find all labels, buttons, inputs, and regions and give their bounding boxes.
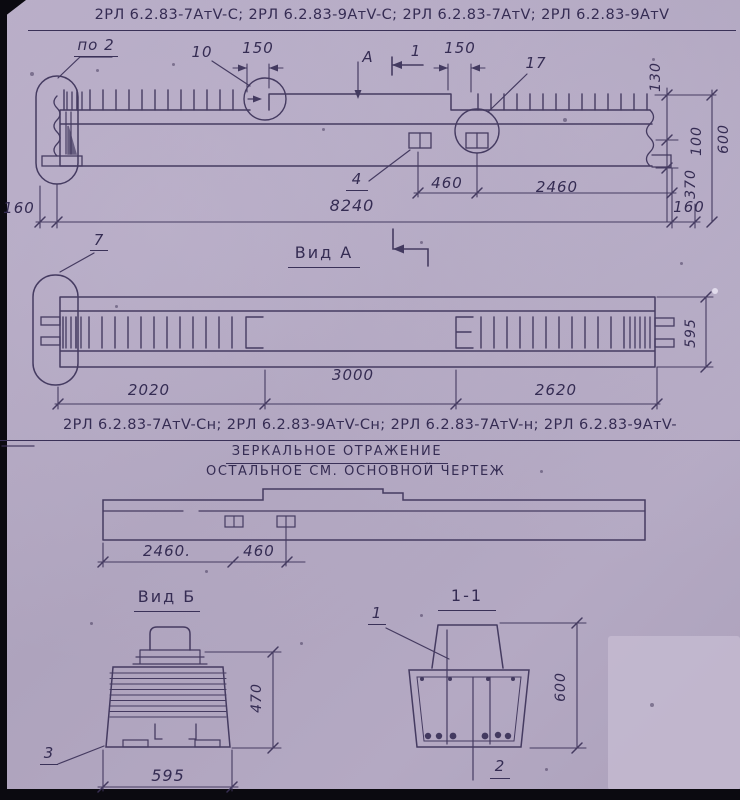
title-mirror: 2РЛ 6.2.83-7АтV-Сн; 2РЛ 6.2.83-9АтV-Сн; … — [0, 417, 740, 441]
view-a-label: Вид А — [288, 244, 360, 268]
paper-speck — [300, 642, 303, 645]
dim-370-vertical: 370 — [683, 169, 699, 199]
dim-2460: 2460 — [535, 178, 579, 196]
view-a-dimensions — [52, 291, 714, 410]
dim-2620: 2620 — [534, 381, 578, 399]
scan-light-patch — [608, 636, 740, 790]
view-b-drawing — [57, 626, 282, 793]
paper-speck — [115, 305, 118, 308]
paper-speck — [96, 69, 99, 72]
callout-7: 7 — [90, 232, 108, 251]
callout-po2: по 2 — [74, 37, 118, 57]
dim-160-right: 160 — [673, 198, 705, 216]
mirror-note-1: ЗЕРКАЛЬНОЕ ОТРАЖЕНИЕ — [226, 445, 448, 464]
title-main: 2РЛ 6.2.83-7АтV-С; 2РЛ 6.2.83-9АтV-С; 2Р… — [28, 7, 736, 31]
top-elevation-view — [35, 75, 672, 185]
view-a-ticks-right — [480, 316, 625, 349]
dim-595-bottom: 595 — [151, 766, 185, 785]
paper-speck — [172, 63, 175, 66]
paper-speck — [420, 614, 423, 617]
dim-8240: 8240 — [329, 196, 375, 215]
callout-4: 4 — [346, 171, 368, 191]
mirror-profile-drawing — [1, 445, 646, 568]
dim-595-vertical: 595 — [683, 318, 699, 348]
dim-460: 460 — [431, 174, 463, 192]
dim-2460-mirror: 2460. — [143, 542, 191, 560]
paper-speck — [652, 58, 655, 61]
dim-100-vertical: 100 — [689, 126, 705, 156]
dim-600-vertical: 600 — [716, 124, 732, 154]
scan-edge-left — [0, 0, 7, 800]
view-a-ticks-left-dense — [65, 316, 82, 349]
top-view-dimensions — [34, 63, 718, 229]
section-mark-1-top: 1 — [410, 42, 422, 60]
stirrup-ticks-left — [63, 89, 234, 111]
view-a-drawing — [32, 228, 675, 386]
callout-2: 2 — [490, 758, 510, 779]
dim-2020: 2020 — [127, 381, 171, 399]
mirror-note-2: ОСТАЛЬНОЕ СМ. ОСНОВНОЙ ЧЕРТЕЖ — [206, 464, 506, 479]
paper-speck — [650, 703, 654, 707]
stirrup-ticks-left-dense — [66, 91, 83, 111]
view-b-label: Вид Б — [134, 588, 200, 612]
callout-10: 10 — [191, 43, 213, 61]
paper-speck — [680, 262, 683, 265]
dim-600-section-vertical: 600 — [553, 672, 569, 702]
view-b-hatch — [109, 672, 227, 718]
paper-speck — [563, 118, 567, 122]
view-a-ticks-right-dense — [629, 316, 651, 349]
dim-3000: 3000 — [331, 366, 375, 384]
scan-edge-bottom — [0, 789, 740, 800]
view-a-ticks-left — [62, 316, 233, 349]
callout-17: 17 — [525, 54, 547, 72]
view-direction-a: А — [362, 48, 374, 66]
paper-speck — [90, 622, 93, 625]
paper-speck — [30, 72, 34, 76]
paper-bright-speck — [712, 288, 718, 294]
stirrup-ticks-right — [477, 93, 648, 111]
dim-460-mirror: 460 — [243, 542, 275, 560]
paper-speck — [322, 128, 325, 131]
paper-speck — [540, 470, 543, 473]
callout-1-section: 1 — [368, 605, 386, 625]
top-view-callout-lines — [57, 56, 528, 182]
dim-150-right: 150 — [444, 39, 476, 57]
dim-150-left: 150 — [242, 39, 274, 57]
paper-speck — [420, 241, 423, 244]
callout-3: 3 — [40, 745, 58, 765]
dim-160-left: 160 — [3, 199, 35, 217]
dim-470-vertical: 470 — [249, 683, 265, 713]
section-1-1-drawing — [385, 617, 587, 781]
paper-speck — [545, 768, 548, 771]
paper-speck — [205, 570, 208, 573]
section-1-1-label: 1-1 — [438, 587, 496, 611]
dim-130-vertical: 130 — [648, 62, 664, 92]
